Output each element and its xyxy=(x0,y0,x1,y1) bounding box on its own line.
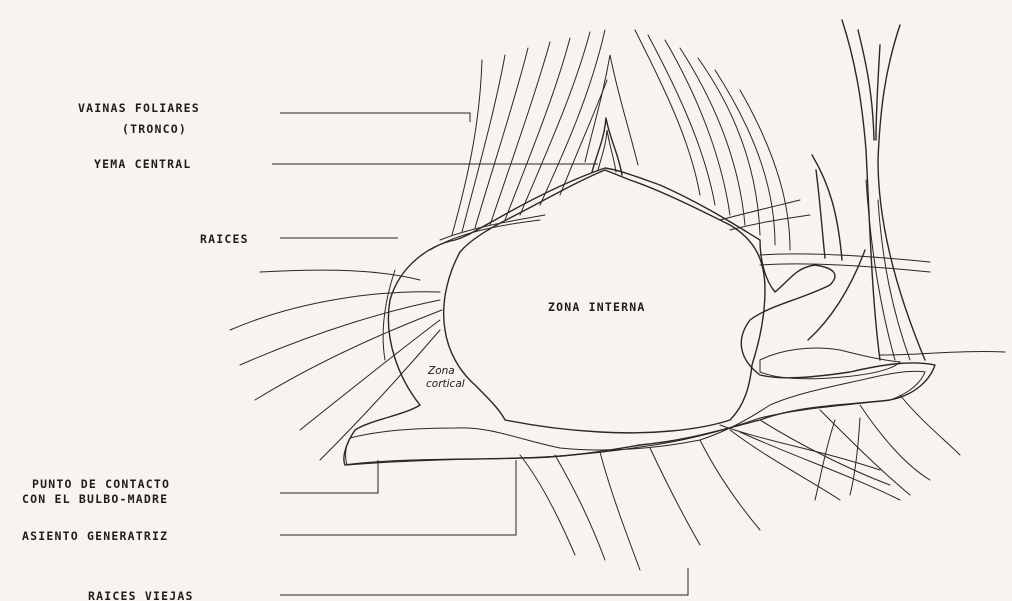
leaf-sheaths xyxy=(452,30,790,250)
label-tronco: (TRONCO) xyxy=(122,122,187,136)
label-zona-cortical-2: cortical xyxy=(426,378,465,390)
side-shoot xyxy=(760,20,1005,360)
label-punto-de-contacto: PUNTO DE CONTACTO xyxy=(32,477,170,491)
label-zona-interna: ZONA INTERNA xyxy=(548,300,645,314)
label-zona-cortical-1: Zona xyxy=(427,365,455,377)
label-raices: RAICES xyxy=(200,232,249,246)
label-yema-central: YEMA CENTRAL xyxy=(94,157,191,171)
label-raices-viejas: RAICES VIEJAS xyxy=(88,589,194,601)
cortical-zone xyxy=(344,168,935,465)
label-vainas-foliares: VAINAS FOLIARES xyxy=(78,101,200,115)
label-asiento-generatriz: ASIENTO GENERATRIZ xyxy=(22,529,168,543)
internal-zone xyxy=(346,170,925,465)
label-bulbo-madre: CON EL BULBO-MADRE xyxy=(22,492,168,506)
leader-lines xyxy=(272,113,688,595)
